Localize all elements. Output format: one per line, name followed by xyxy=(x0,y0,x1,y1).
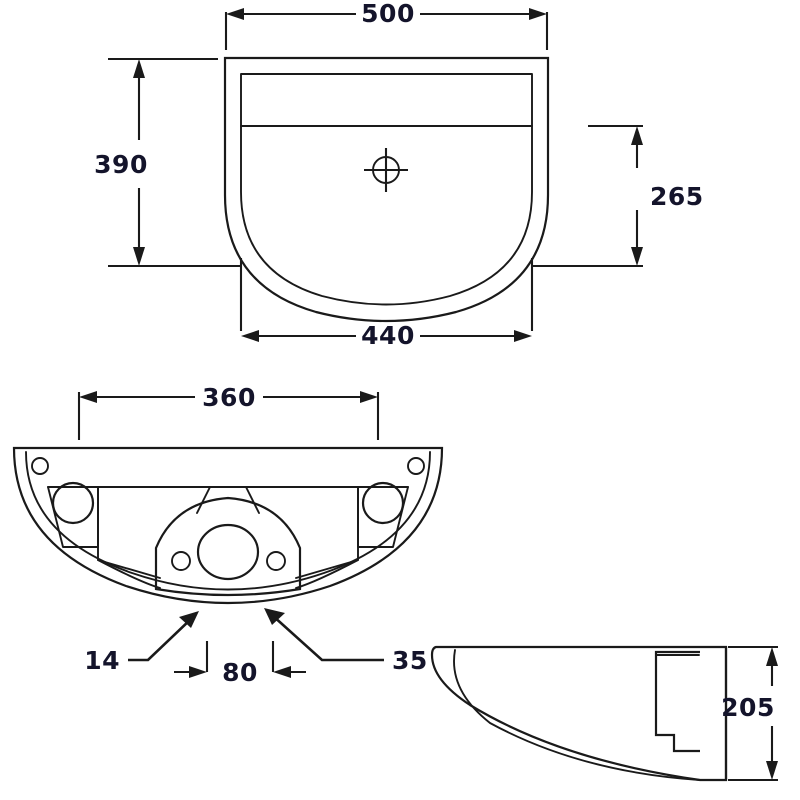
leader-line-14 xyxy=(128,617,193,662)
arrowhead-14 xyxy=(179,611,199,628)
underside-lower-sweep-right xyxy=(295,559,359,589)
arrowhead-500-right xyxy=(529,8,547,20)
arrowhead-205-top xyxy=(766,647,778,666)
underside-gusset xyxy=(196,486,211,514)
dim-label-390: 390 xyxy=(94,150,148,179)
underside-rim-arc xyxy=(25,451,431,591)
arrowhead-500-left xyxy=(226,8,244,20)
underside-small-hole-right xyxy=(266,551,286,571)
dimension-35: 35 xyxy=(264,608,428,675)
arrowhead-80-left xyxy=(189,666,207,678)
arrowhead-390-bottom xyxy=(133,247,145,266)
dimension-265: 265 xyxy=(533,124,704,268)
leader-line-35 xyxy=(271,614,384,662)
arrowhead-360-right xyxy=(360,391,378,403)
underside-rear-hole-right xyxy=(407,457,425,475)
dimension-440: 440 xyxy=(212,258,561,350)
underside-lower-sweep-left xyxy=(97,559,161,589)
underside-drain-boss xyxy=(154,496,302,597)
arrowhead-80-right xyxy=(273,666,291,678)
dim-label-265: 265 xyxy=(650,182,704,211)
side-view xyxy=(430,645,728,782)
underside-rear-hole-left xyxy=(31,457,49,475)
arrowhead-390-top xyxy=(133,59,145,78)
top-view xyxy=(223,56,550,323)
underside-drain-hole xyxy=(196,523,260,581)
dimension-80: 80 xyxy=(174,641,306,687)
arrowhead-205-bottom xyxy=(766,761,778,780)
dimension-205: 205 xyxy=(721,645,778,782)
underside-right-fixing-circle xyxy=(361,481,405,525)
dim-label-360: 360 xyxy=(202,383,256,412)
underside-small-hole-left xyxy=(171,551,191,571)
arrowhead-440-left xyxy=(241,330,259,342)
dim-label-80: 80 xyxy=(222,658,258,687)
dim-label-14: 14 xyxy=(84,646,120,675)
drain-centre-mark xyxy=(364,148,408,192)
dimension-14: 14 xyxy=(84,611,199,675)
dimension-360: 360 xyxy=(77,383,380,440)
underside-left-panel xyxy=(47,486,99,548)
dim-label-35: 35 xyxy=(392,646,428,675)
arrowhead-440-right xyxy=(514,330,532,342)
basin-inner-outline xyxy=(240,73,533,306)
underside-outer-outline xyxy=(12,446,444,605)
arrowhead-265-bottom xyxy=(631,247,643,266)
underside-left-fixing-circle xyxy=(51,481,95,525)
arrowhead-265-top xyxy=(631,126,643,145)
arrowhead-35 xyxy=(264,608,285,625)
dim-label-440: 440 xyxy=(361,321,415,350)
basin-outer-outline xyxy=(223,56,550,323)
dim-label-205: 205 xyxy=(721,693,775,722)
arrowhead-360-left xyxy=(79,391,97,403)
dimension-390: 390 xyxy=(94,57,240,268)
bottom-view xyxy=(12,446,444,605)
underside-gusset-right xyxy=(245,486,260,514)
side-inner-profile xyxy=(453,649,701,781)
side-bracket-notch xyxy=(654,650,700,753)
underside-right-panel xyxy=(357,486,409,548)
dim-label-500: 500 xyxy=(361,0,415,28)
dimension-500: 500 xyxy=(224,0,549,50)
